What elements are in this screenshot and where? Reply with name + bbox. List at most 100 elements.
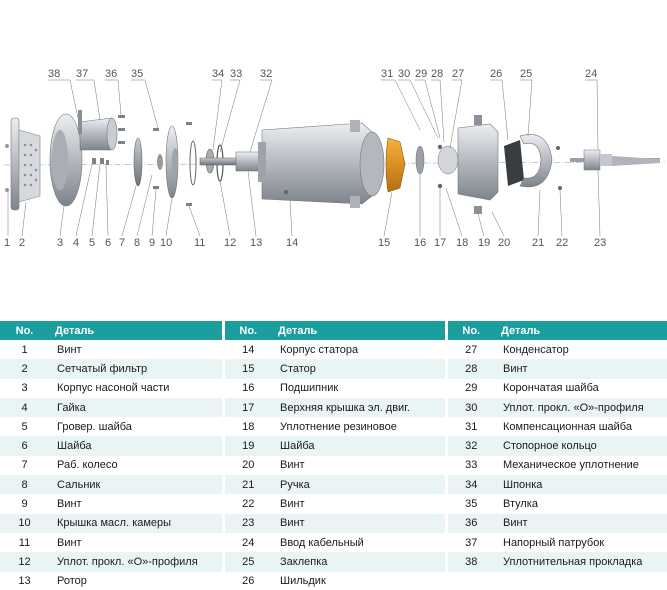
callout-23: 23: [594, 237, 606, 249]
callout-21: 21: [532, 237, 544, 249]
stator-housing: [258, 120, 385, 208]
part-number-cell: 16: [221, 378, 272, 398]
part-number-cell: 1: [0, 340, 49, 360]
callout-18: 18: [456, 237, 468, 249]
part-name-cell: Механическое уплотнение: [495, 455, 667, 476]
part-number-cell: 32: [444, 436, 495, 456]
part-name-cell: Шпонка: [495, 475, 667, 495]
callout-26: 26: [490, 68, 502, 80]
callout-32: 32: [260, 68, 272, 80]
part-number-cell: 35: [444, 494, 495, 514]
fasteners: [92, 115, 192, 206]
part-name-cell: Ротор: [49, 571, 223, 590]
callout-6: 6: [105, 237, 111, 249]
part-name-cell: Статор: [272, 359, 446, 379]
part-number-cell: 3: [0, 378, 49, 398]
part-name-cell: Гайка: [49, 397, 223, 418]
part-number-cell: 29: [444, 378, 495, 398]
part-name-cell: Шайба: [272, 436, 446, 456]
part-name-cell: Уплотнительная прокладка: [495, 552, 667, 572]
part-name-cell: Напорный патрубок: [495, 532, 667, 553]
part-number-cell: 38: [444, 552, 495, 572]
part-name-cell: Подшипник: [272, 378, 446, 398]
part-number-cell: 19: [221, 436, 272, 456]
part-name-cell: Винт: [49, 340, 223, 360]
part-name-cell: Верхняя крышка эл. двиг.: [272, 397, 446, 418]
part-number-cell: 33: [444, 455, 495, 476]
part-name-cell: Конденсатор: [495, 340, 667, 360]
part-name-cell: Заклепка: [272, 552, 446, 572]
part-name-cell: Винт: [49, 494, 223, 514]
part-number-cell: 37: [444, 532, 495, 553]
part-number-cell: 6: [0, 436, 49, 456]
callout-8: 8: [134, 237, 140, 249]
part-name-cell: Ручка: [272, 475, 446, 495]
part-name-cell: Уплот. прокл. «О»-профиля: [49, 552, 223, 572]
part-name-cell: Винт: [495, 513, 667, 533]
callout-2: 2: [19, 237, 25, 249]
callout-5: 5: [89, 237, 95, 249]
column-header-part: Деталь: [272, 321, 446, 340]
callout-15: 15: [378, 237, 390, 249]
part-number-cell: 31: [444, 417, 495, 437]
part-number-cell: 7: [0, 455, 49, 476]
oil-chamber-cover: [165, 125, 179, 199]
part-name-cell: Винт: [272, 494, 446, 514]
callout-38: 38: [48, 68, 60, 80]
callout-9: 9: [149, 237, 155, 249]
part-name-cell: Шайба: [49, 436, 223, 456]
part-number-cell: 30: [444, 397, 495, 418]
part-number-cell: 14: [221, 340, 272, 360]
cable-gland: [570, 149, 660, 171]
callout-22: 22: [556, 237, 568, 249]
callout-16: 16: [414, 237, 426, 249]
part-name-cell: Уплот. прокл. «О»-профиля: [495, 397, 667, 418]
part-number-cell: 9: [0, 494, 49, 514]
callout-10: 10: [160, 237, 172, 249]
callout-12: 12: [224, 237, 236, 249]
part-name-cell: Корпус насоной части: [49, 378, 223, 398]
column-header-no: No.: [221, 321, 272, 340]
part-number-cell: 23: [221, 513, 272, 533]
part-number-cell: 24: [221, 532, 272, 553]
impeller: [133, 137, 143, 187]
callout-37: 37: [76, 68, 88, 80]
callout-27: 27: [452, 68, 464, 80]
part-number-cell: 22: [221, 494, 272, 514]
callout-34: 34: [212, 68, 224, 80]
callout-19: 19: [478, 237, 490, 249]
callout-13: 13: [250, 237, 262, 249]
part-name-cell: Уплотнение резиновое: [272, 417, 446, 437]
callout-20: 20: [498, 237, 510, 249]
part-name-cell: Винт: [272, 455, 446, 476]
part-number-cell: 36: [444, 513, 495, 533]
part-name-cell: [495, 571, 667, 590]
stator: [385, 137, 406, 193]
part-number-cell: 20: [221, 455, 272, 476]
part-name-cell: Винт: [49, 532, 223, 553]
part-name-cell: Винт: [495, 359, 667, 379]
callout-1: 1: [4, 237, 10, 249]
part-name-cell: Гровер. шайба: [49, 417, 223, 437]
callout-4: 4: [73, 237, 79, 249]
callout-14: 14: [286, 237, 298, 249]
callout-17: 17: [434, 237, 446, 249]
column-header-no: No.: [444, 321, 495, 340]
part-name-cell: Ввод кабельный: [272, 532, 446, 553]
part-name-cell: Стопорное кольцо: [495, 436, 667, 456]
part-number-cell: 2: [0, 359, 49, 379]
handle: [519, 134, 553, 188]
part-number-cell: 34: [444, 475, 495, 495]
callout-25: 25: [520, 68, 532, 80]
callout-11: 11: [194, 237, 205, 249]
